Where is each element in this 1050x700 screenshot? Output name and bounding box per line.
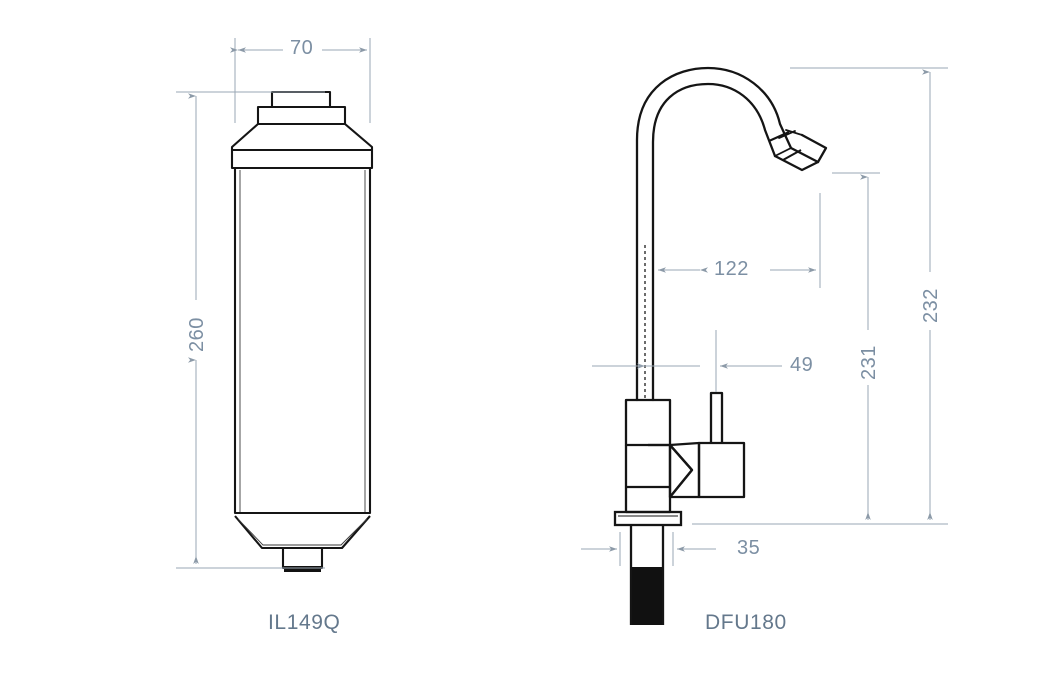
dim-cartridge-width [230, 38, 371, 123]
dim-faucet-height-outer [692, 67, 948, 525]
part-label-cartridge: IL149Q [268, 611, 341, 634]
dim-label-faucet-height-outer: 232 [920, 288, 942, 323]
dim-faucet-reach [658, 193, 821, 288]
faucet-spout-tip [768, 131, 802, 161]
dim-label-cartridge-height: 260 [186, 317, 208, 352]
dim-faucet-handle [592, 330, 782, 392]
dim-label-faucet-height-inner: 231 [858, 345, 880, 380]
cartridge-inner-lines [237, 170, 368, 546]
faucet-threaded-section [632, 567, 662, 625]
cartridge-outline [230, 90, 374, 570]
dim-cartridge-height [176, 91, 325, 569]
dim-label-cartridge-width: 70 [290, 37, 314, 59]
part-label-faucet: DFU180 [705, 611, 787, 634]
dim-label-faucet-handle: 49 [790, 354, 814, 376]
dim-faucet-height-inner [692, 172, 880, 525]
dim-label-faucet-shank: 35 [737, 537, 761, 559]
dim-faucet-shank [581, 532, 716, 566]
cartridge-bottom-seal [284, 566, 321, 572]
dim-label-faucet-reach: 122 [714, 258, 749, 280]
faucet-base-flange [613, 510, 683, 527]
faucet-body [624, 391, 746, 514]
faucet-shank [629, 525, 665, 625]
faucet-outline [635, 66, 828, 402]
